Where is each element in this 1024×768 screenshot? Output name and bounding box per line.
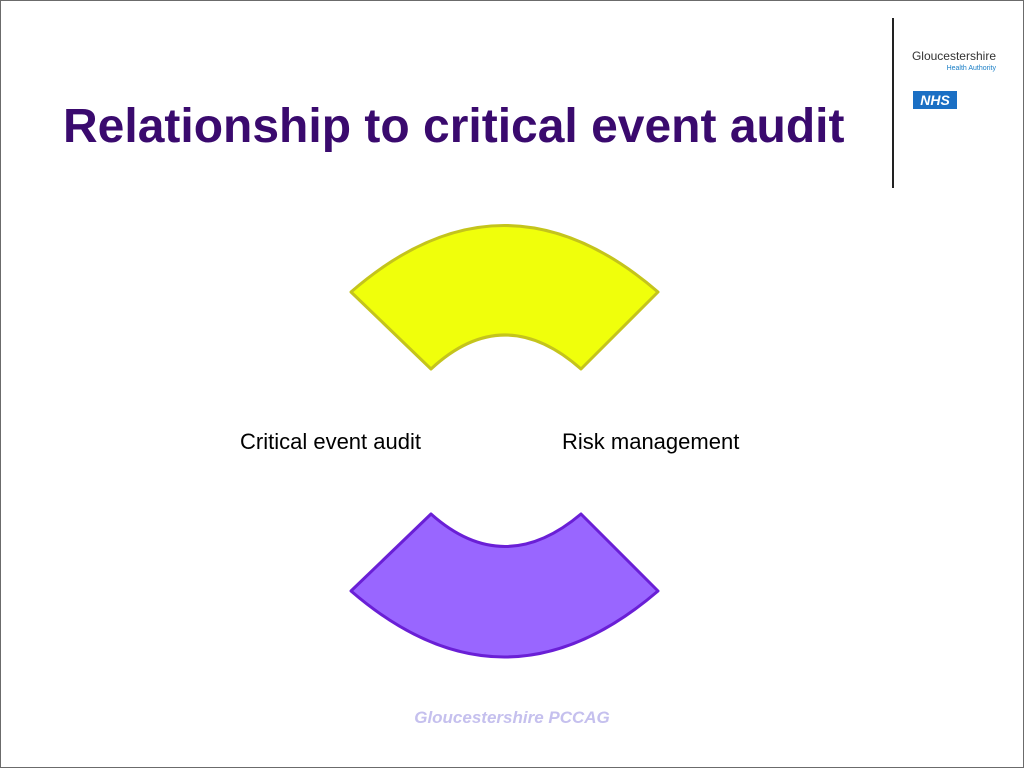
slide-title: Relationship to critical event audit [63, 100, 845, 153]
logo-organisation-name: Gloucestershire [911, 49, 996, 63]
slide-footer: Gloucestershire PCCAG [414, 708, 610, 727]
top-arc-segment [349, 224, 660, 371]
risk-management-label: Risk management [562, 429, 740, 454]
bottom-arc-segment [349, 512, 660, 659]
nhs-logo-icon: NHS [913, 91, 957, 109]
logo-subtitle: Health Authority [946, 65, 996, 72]
critical-event-audit-label: Critical event audit [240, 429, 421, 454]
header-divider [892, 18, 894, 188]
gloucestershire-nhs-logo: Gloucestershire Health Authority NHS [903, 49, 1003, 119]
